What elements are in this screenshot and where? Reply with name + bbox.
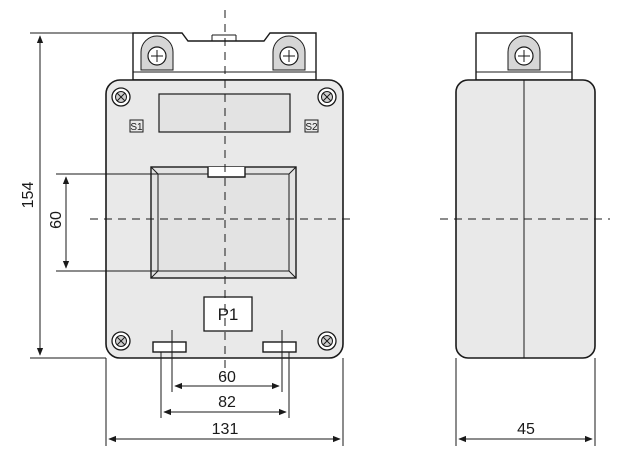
- mounting-slot-left: [152, 341, 187, 353]
- dim-height-total: 154: [20, 32, 133, 359]
- dim-131-text: 131: [212, 421, 239, 438]
- dim-slot-spacing: 82: [160, 352, 290, 418]
- dim-depth: 45: [455, 358, 596, 446]
- corner-screw-bottom-left-icon: [111, 331, 131, 351]
- side-view: [455, 32, 596, 359]
- p1-label: P1: [218, 305, 239, 324]
- dim-window-height: 60: [48, 173, 158, 272]
- dim-window-width: 60: [171, 330, 283, 392]
- dim-60-horizontal-text: 60: [218, 369, 236, 386]
- dim-82-text: 82: [218, 394, 236, 411]
- dim-width-total: 131: [105, 358, 344, 446]
- terminal-screw-left-icon: [140, 35, 174, 71]
- mounting-slot-right: [262, 341, 297, 353]
- corner-screw-top-right-icon: [317, 87, 337, 107]
- dim-60-vertical-text: 60: [48, 211, 65, 229]
- dim-154-text: 154: [20, 182, 37, 209]
- dim-45-text: 45: [517, 421, 535, 438]
- primary-window: [150, 166, 297, 279]
- terminal-screw-right-icon: [272, 35, 306, 71]
- s2-label: S2: [305, 122, 318, 133]
- corner-screw-top-left-icon: [111, 87, 131, 107]
- side-terminal-screw-icon: [507, 35, 541, 71]
- corner-screw-bottom-right-icon: [317, 331, 337, 351]
- s1-label: S1: [130, 122, 143, 133]
- p1-box: [203, 296, 253, 332]
